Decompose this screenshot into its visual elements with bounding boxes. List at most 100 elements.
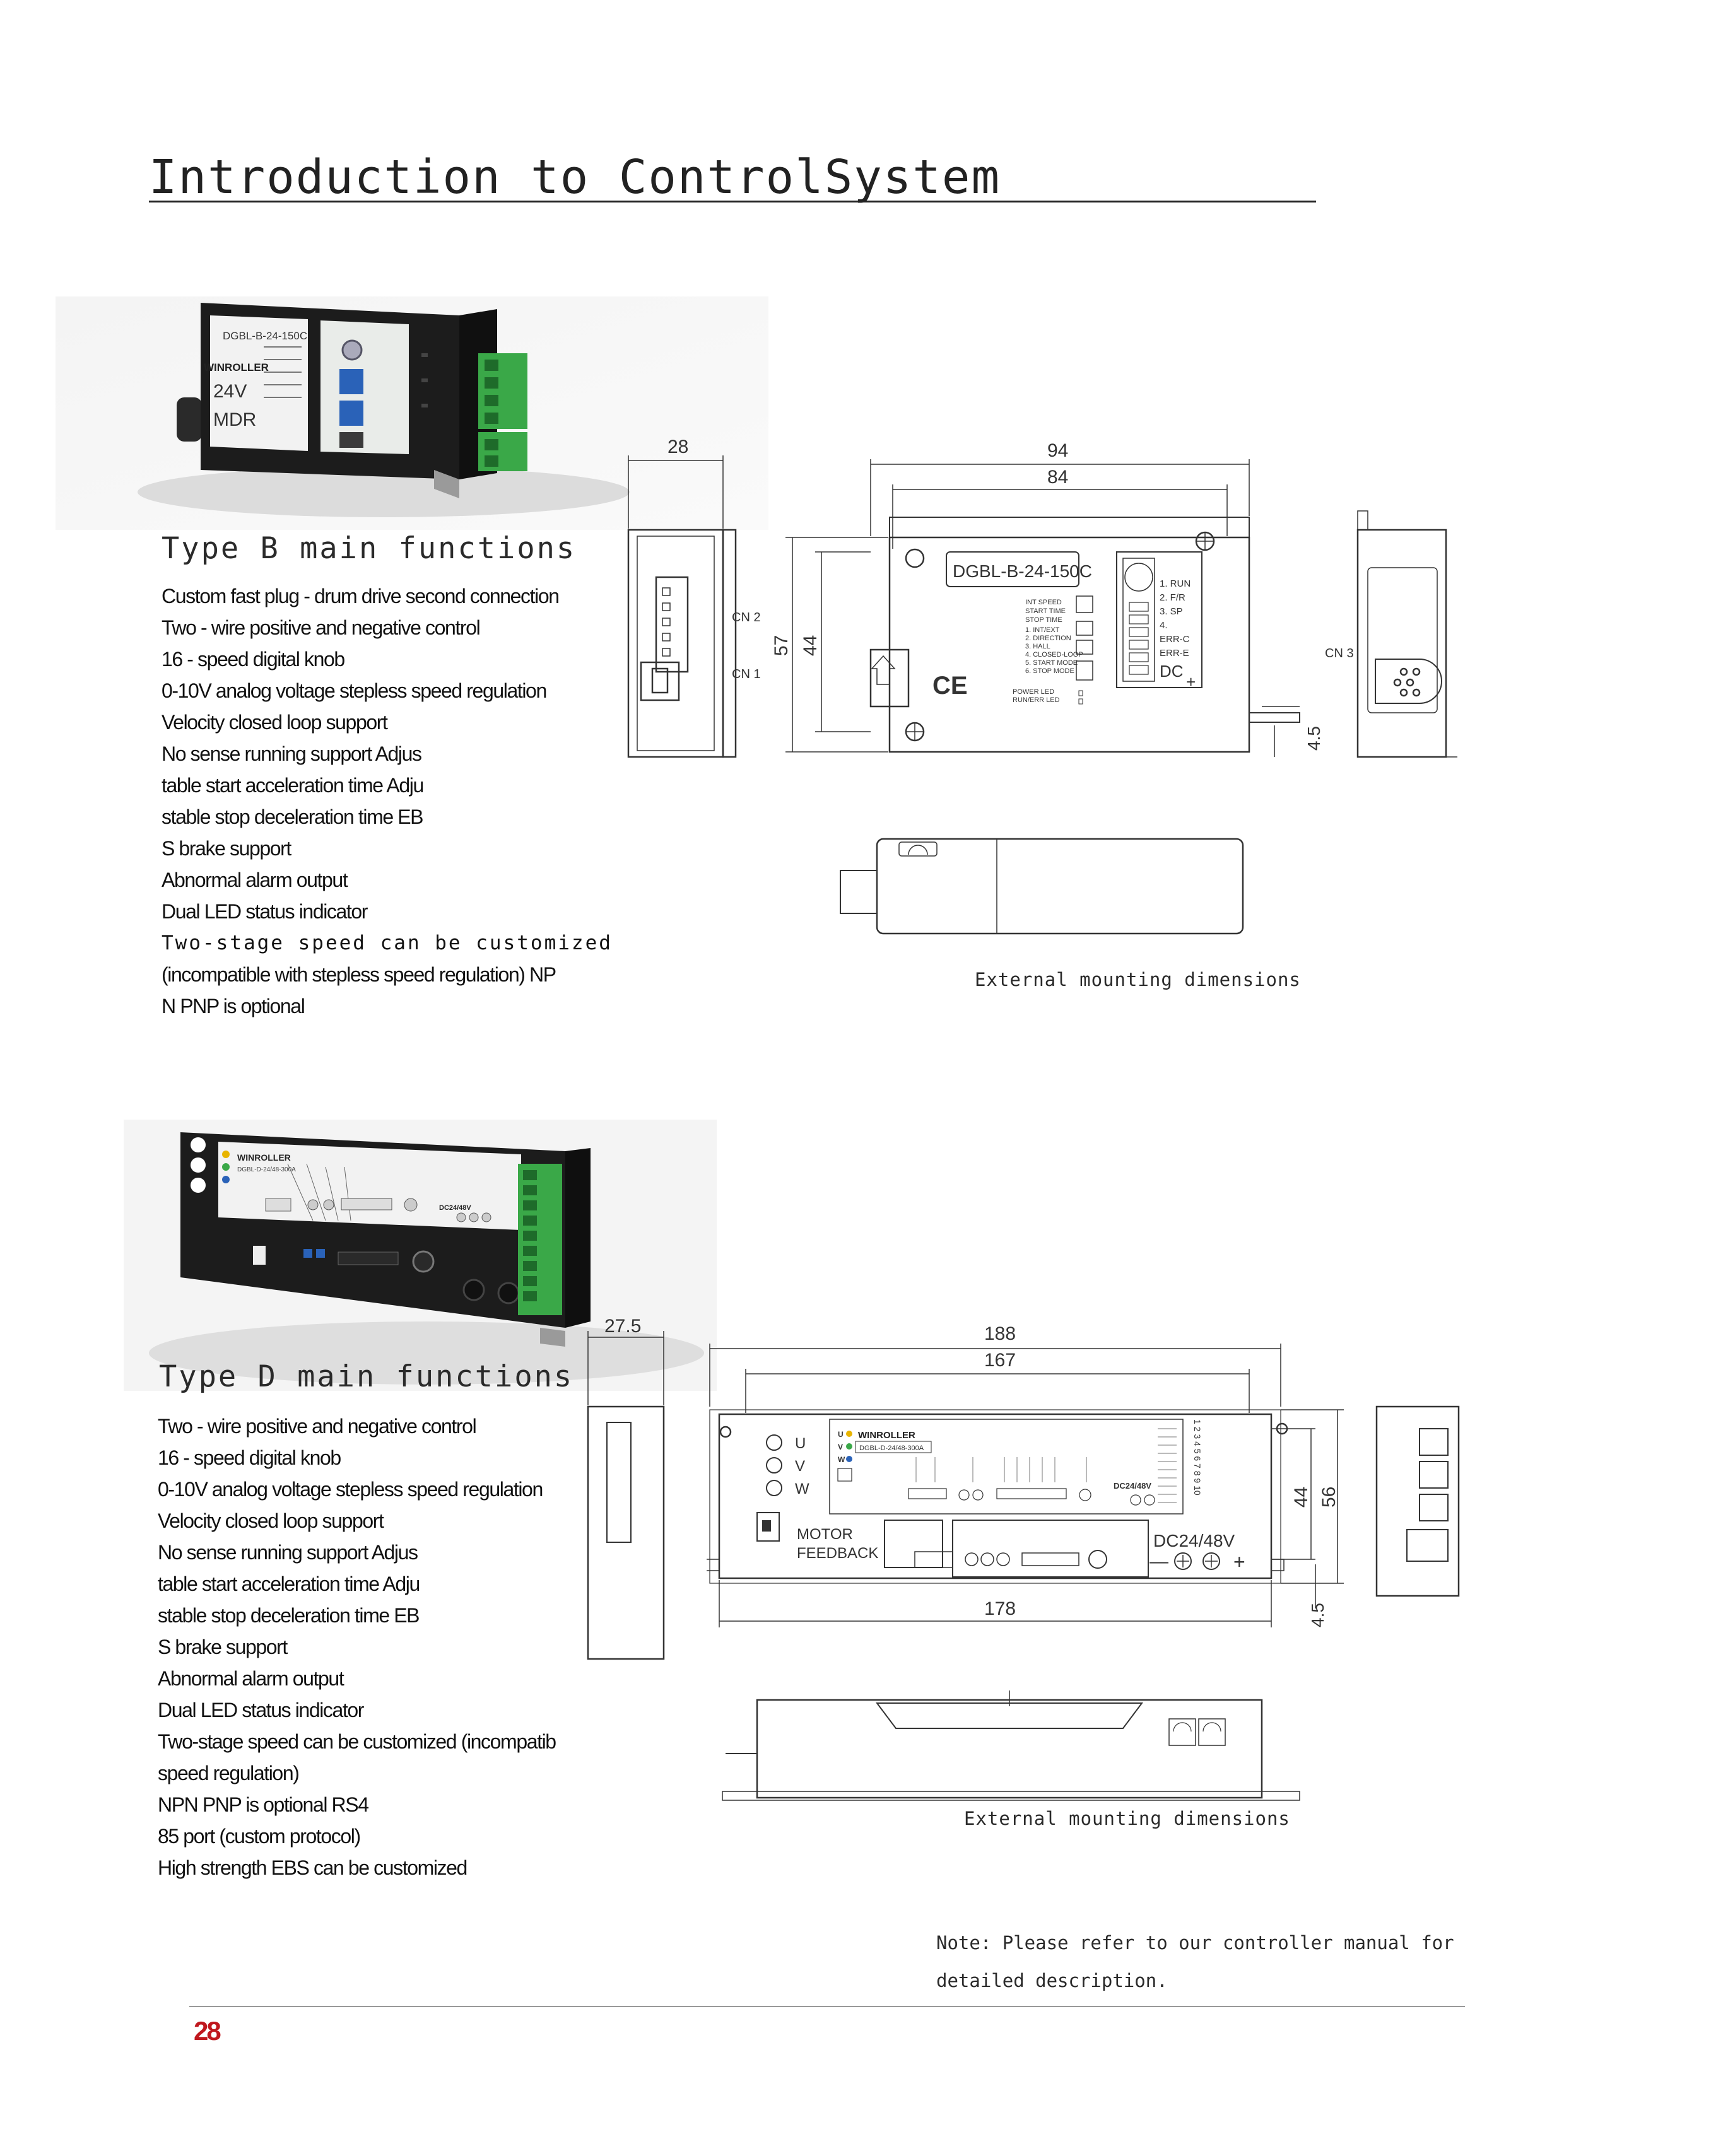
note: Note: Please refer to our controller man… — [936, 1924, 1504, 2000]
type-d-dim-167: 167 — [984, 1350, 1016, 1371]
type-d-dimension-drawing: 27.5 U V W U V W WINROLLER DGBL-D-24/48-… — [587, 1316, 1460, 1801]
type-d-dim-27-5: 27.5 — [604, 1316, 641, 1337]
switch-line: INT SPEED — [1025, 599, 1062, 606]
terminal-line: 1. RUN — [1160, 578, 1191, 589]
list-item: stable stop deceleration time EB — [162, 806, 424, 828]
list-item: Dual LED status indicator — [158, 1699, 364, 1721]
type-d-dim-4-5: 4.5 — [1308, 1603, 1327, 1627]
dc-minus: — — [1149, 1551, 1168, 1572]
list-item: S brake support — [162, 837, 291, 860]
svg-text:DGBL-B-24-150C: DGBL-B-24-150C — [223, 330, 307, 342]
list-item: No sense running support Adjus — [158, 1541, 418, 1564]
list-item: 16 - speed digital knob — [162, 648, 345, 671]
note-line-2: detailed description. — [936, 1970, 1168, 1991]
type-d-dim-178: 178 — [984, 1598, 1016, 1619]
list-item: 85 port (custom protocol) — [158, 1825, 361, 1848]
switch-line: 5. START MODE — [1025, 659, 1078, 667]
switch-line: 2. DIRECTION — [1025, 635, 1071, 642]
type-d-photo-brand: WINROLLER — [237, 1152, 291, 1163]
ce-mark: CE — [932, 672, 968, 700]
terminal-line: 3. SP — [1160, 606, 1183, 617]
list-item: Two-stage speed can be customized (incom… — [158, 1730, 556, 1753]
list-item: Velocity closed loop support — [162, 711, 388, 734]
list-item: 16 - speed digital knob — [158, 1446, 341, 1469]
type-b-dim-84: 84 — [1047, 467, 1068, 488]
type-b-dimension-drawing: 28 CN 2 CN 1 DGBL-B-24-150C CE INT SPEED… — [627, 436, 1457, 935]
terminal-line: 2. F/R — [1160, 592, 1185, 603]
list-item: N PNP is optional — [162, 995, 305, 1017]
type-b-product-photo: DGBL-B-24-150C WINROLLER 24V MDR — [56, 296, 768, 530]
list-item: stable stop deceleration time EB — [158, 1604, 420, 1627]
list-item: 0-10V analog voltage stepless speed regu… — [162, 679, 547, 702]
phase-u-label: U — [795, 1435, 806, 1452]
svg-text:W: W — [838, 1455, 845, 1464]
list-item: table start acceleration time Adju — [158, 1573, 420, 1595]
list-item: Dual LED status indicator — [162, 900, 368, 923]
switch-line: 3. HALL — [1025, 643, 1050, 650]
list-item: No sense running support Adjus — [162, 742, 422, 765]
type-b-dim-28: 28 — [667, 436, 688, 457]
type-b-photo-type: MDR — [213, 409, 256, 430]
list-item: table start acceleration time Adju — [162, 774, 424, 797]
phase-w-label: W — [795, 1480, 809, 1497]
list-item: Custom fast plug - drum drive second con… — [162, 585, 560, 607]
dc-label: DC — [1160, 662, 1184, 681]
terminal-line: ERR-C — [1160, 634, 1190, 645]
svg-text:U: U — [838, 1430, 844, 1439]
list-item: Two-stage speed can be customized — [162, 932, 613, 954]
type-d-dim-44: 44 — [1291, 1487, 1312, 1508]
footer-rule — [189, 2006, 1465, 2007]
type-d-dc-label: DC24/48V — [1153, 1531, 1235, 1550]
type-b-model-label: DGBL-B-24-150C — [953, 561, 1092, 581]
dc-plus: + — [1186, 672, 1196, 691]
terminal-line: ERR-E — [1160, 648, 1189, 659]
type-d-dim-56: 56 — [1319, 1487, 1339, 1508]
list-item: High strength EBS can be customized — [158, 1856, 467, 1879]
list-item: (incompatible with stepless speed regula… — [162, 963, 556, 986]
switch-line: 1. INT/EXT — [1025, 626, 1060, 634]
type-d-heading: Type D main functions — [159, 1359, 574, 1394]
list-item: Abnormal alarm output — [162, 869, 348, 891]
switch-line: 6. STOP MODE — [1025, 667, 1074, 675]
type-d-brand: WINROLLER — [858, 1430, 915, 1441]
type-d-photo-dc: DC24/48V — [439, 1204, 471, 1212]
dc-plus: + — [1233, 1550, 1245, 1573]
terminal-numbers: 1 2 3 4 5 6 7 8 9 10 — [1192, 1419, 1202, 1496]
type-d-model: DGBL-D-24/48-300A — [859, 1444, 924, 1452]
switch-line: 4. CLOSED-LOOP — [1025, 651, 1083, 659]
type-b-photo-brand: WINROLLER — [204, 361, 269, 373]
type-d-product-photo: WINROLLER DGBL-D-24/48-300A DC24/48V — [124, 1120, 717, 1391]
note-line-1: Note: Please refer to our controller man… — [936, 1932, 1454, 1954]
list-item: S brake support — [158, 1636, 288, 1658]
list-item: Two - wire positive and negative control — [162, 616, 481, 639]
motor-label: MOTOR — [797, 1526, 853, 1543]
led-line: RUN/ERR LED — [1013, 696, 1060, 704]
title-underline — [149, 201, 1316, 202]
led-line: POWER LED — [1013, 688, 1054, 696]
type-b-heading: Type B main functions — [162, 531, 577, 566]
type-b-caption: External mounting dimensions — [975, 969, 1301, 990]
phase-v-label: V — [795, 1458, 805, 1475]
page-number: 28 — [194, 2016, 221, 2046]
type-d-feature-list: Two - wire positive and negative control… — [158, 1410, 556, 1884]
list-item: speed regulation) — [158, 1762, 300, 1784]
list-item: Abnormal alarm output — [158, 1667, 344, 1690]
type-d-photo-model: DGBL-D-24/48-300A — [237, 1166, 296, 1173]
type-b-photo-voltage: 24V — [213, 381, 247, 402]
type-b-dim-57: 57 — [771, 635, 792, 656]
type-b-dim-94: 94 — [1047, 440, 1068, 461]
feedback-label: FEEDBACK — [797, 1545, 878, 1562]
type-d-dc-small: DC24/48V — [1114, 1481, 1151, 1491]
cn3-label: CN 3 — [1325, 647, 1354, 660]
type-b-dim-44: 44 — [800, 635, 821, 656]
switch-line: START TIME — [1025, 607, 1066, 615]
list-item: NPN PNP is optional RS4 — [158, 1793, 369, 1816]
list-item: Velocity closed loop support — [158, 1509, 384, 1532]
type-d-caption: External mounting dimensions — [964, 1808, 1290, 1829]
terminal-line: 4. — [1160, 620, 1168, 631]
type-b-feature-list: Custom fast plug - drum drive second con… — [162, 580, 613, 1022]
list-item: 0-10V analog voltage stepless speed regu… — [158, 1478, 543, 1501]
type-d-dim-188: 188 — [984, 1323, 1016, 1344]
svg-text:V: V — [838, 1443, 843, 1451]
